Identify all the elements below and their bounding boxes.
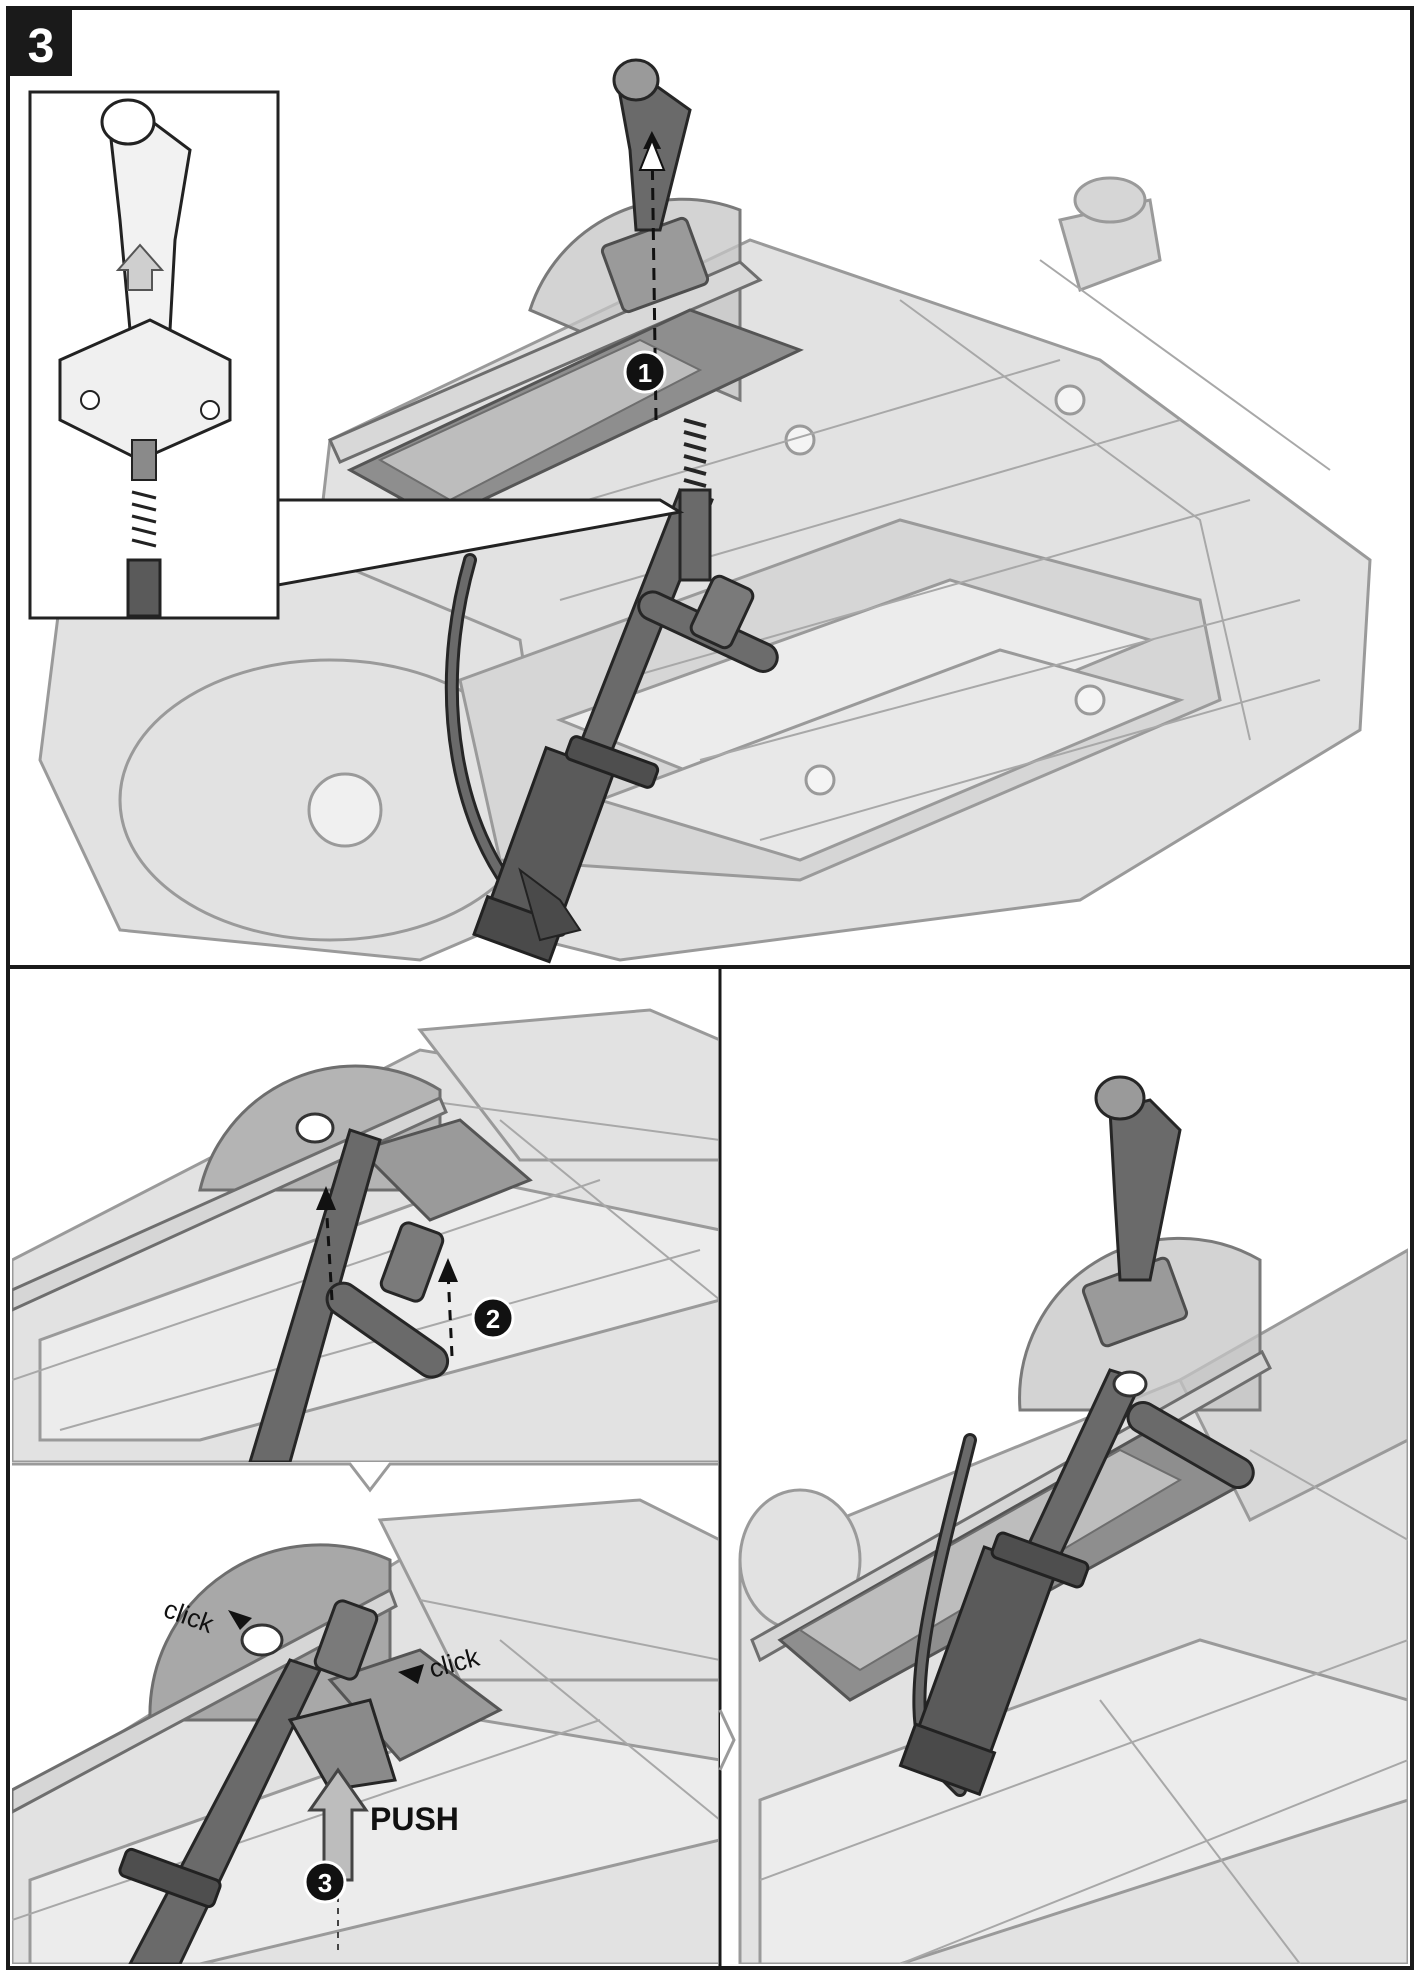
plate xyxy=(357,1118,533,1222)
handle-knob xyxy=(612,58,660,102)
inset-up-arrow xyxy=(115,243,165,291)
panel-result xyxy=(738,1075,1408,1964)
top-panel: 1 xyxy=(38,58,1372,964)
guide-rod xyxy=(678,488,712,582)
panel-divider-bottom-left xyxy=(12,1462,718,1493)
callout-2: 2 xyxy=(471,1296,515,1340)
clamp-ring-2 xyxy=(118,1847,222,1909)
rail-2 xyxy=(12,1587,398,1814)
push-arrow xyxy=(307,1767,369,1882)
inset-rod xyxy=(126,558,162,618)
rail xyxy=(12,1096,448,1312)
svg-text:3: 3 xyxy=(318,1868,332,1898)
callout-1: 1 xyxy=(623,350,667,394)
svg-text:2: 2 xyxy=(486,1304,500,1334)
detail-inset xyxy=(28,90,280,620)
panel-pointer-right xyxy=(718,1709,736,1771)
cylinder-end-cap xyxy=(472,894,565,964)
clamp-ring xyxy=(564,735,660,789)
spring xyxy=(683,418,707,488)
valve-block xyxy=(600,216,710,314)
rod xyxy=(248,1128,382,1462)
push-label: PUSH xyxy=(370,1801,459,1837)
callout-3: 3 xyxy=(303,1860,347,1904)
panel-engage-rod: 2 xyxy=(12,1008,718,1462)
lever xyxy=(325,1281,450,1379)
mounting-rail xyxy=(328,260,763,464)
inset-valve-block xyxy=(58,318,232,462)
svg-text:1: 1 xyxy=(638,358,652,388)
panel-push-click: click click PUSH 3 xyxy=(12,1498,718,1964)
click-pointer-2 xyxy=(398,1664,424,1684)
step-number: 3 xyxy=(28,20,55,73)
step-badge: 3 xyxy=(10,10,72,76)
result-clamp-ring xyxy=(990,1531,1090,1589)
dashed-arrow-right xyxy=(446,1271,454,1357)
click-pointer-1 xyxy=(228,1610,252,1630)
inset-spring xyxy=(131,490,157,548)
result-handle xyxy=(1108,1098,1182,1282)
